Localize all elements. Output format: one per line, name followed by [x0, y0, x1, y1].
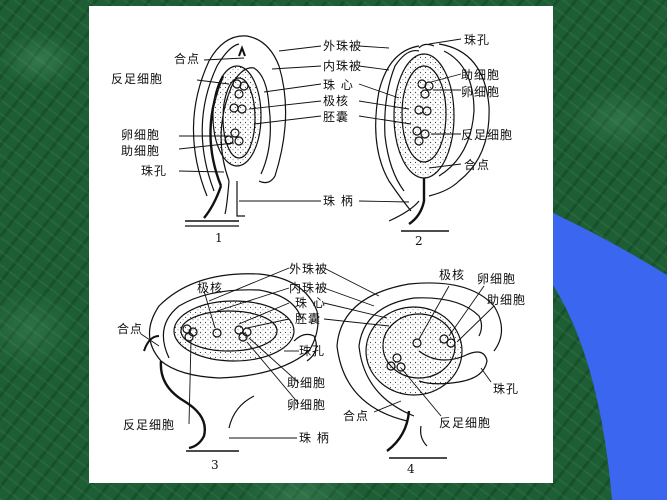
fig3-label-egg-cell: 卵细胞	[287, 398, 327, 412]
fig3-label-funiculus: 珠 柄	[299, 431, 330, 445]
figure-2-drawing	[375, 43, 490, 232]
fig1-label-antipodal-cells: 反足细胞	[111, 72, 164, 86]
fig1-number: 1	[215, 231, 223, 245]
fig2-label-egg-cell: 卵细胞	[461, 85, 501, 99]
fig3-label-inner-integument: 内珠被	[289, 281, 329, 295]
ovule-drawings	[140, 35, 503, 459]
fig3-label-micropyle: 珠孔	[299, 344, 326, 358]
leader-lines	[140, 38, 495, 439]
fig4-number: 4	[407, 462, 415, 476]
fig3-label-synergids: 助细胞	[287, 376, 327, 390]
fig3-label-outer-integument: 外珠被	[289, 262, 329, 276]
fig3-label-chalaza: 合点	[117, 322, 144, 336]
fig1-label-micropyle: 珠孔	[141, 164, 168, 178]
fig3-label-embryo-sac: 胚囊	[295, 312, 322, 326]
fig1-label-inner-integument: 内珠被	[323, 59, 363, 73]
fig3-number: 3	[211, 458, 219, 472]
fig4-label-chalaza: 合点	[343, 409, 370, 423]
fig2-label-micropyle: 珠孔	[464, 33, 491, 47]
figure-4-drawing	[336, 282, 503, 459]
fig1-label-polar-nuclei: 极核	[323, 94, 350, 108]
fig4-label-antipodal-cells: 反足细胞	[439, 416, 492, 430]
fig4-label-synergids: 助细胞	[487, 293, 527, 307]
fig4-label-egg-cell: 卵细胞	[477, 272, 517, 286]
ovule-diagram-panel: 合点 反足细胞 外珠被 内珠被 珠 心 极核 胚囊 卵细胞 助细胞 珠孔 珠 柄…	[89, 6, 553, 483]
fig4-label-micropyle: 珠孔	[493, 382, 520, 396]
fig2-number: 2	[415, 234, 423, 248]
fig2-label-antipodal-cells: 反足细胞	[461, 128, 514, 142]
fig3-label-polar-nuclei: 极核	[197, 281, 224, 295]
fig3-label-nucellus: 珠 心	[295, 296, 326, 310]
fig1-label-nucellus: 珠 心	[323, 78, 354, 92]
fig1-label-egg-cell: 卵细胞	[121, 128, 161, 142]
fig1-label-outer-integument: 外珠被	[323, 39, 363, 53]
fig1-label-synergids: 助细胞	[121, 144, 161, 158]
fig2-label-synergids: 助细胞	[461, 68, 501, 82]
fig4-label-polar-nuclei: 极核	[439, 268, 466, 282]
fig2-label-chalaza: 合点	[464, 158, 491, 172]
fig1-label-funiculus: 珠 柄	[323, 194, 354, 208]
fig1-label-chalaza: 合点	[174, 52, 201, 66]
fig1-label-embryo-sac: 胚囊	[323, 110, 350, 124]
figure-1-drawing	[185, 35, 287, 227]
fig3-label-antipodal-cells: 反足细胞	[123, 418, 176, 432]
